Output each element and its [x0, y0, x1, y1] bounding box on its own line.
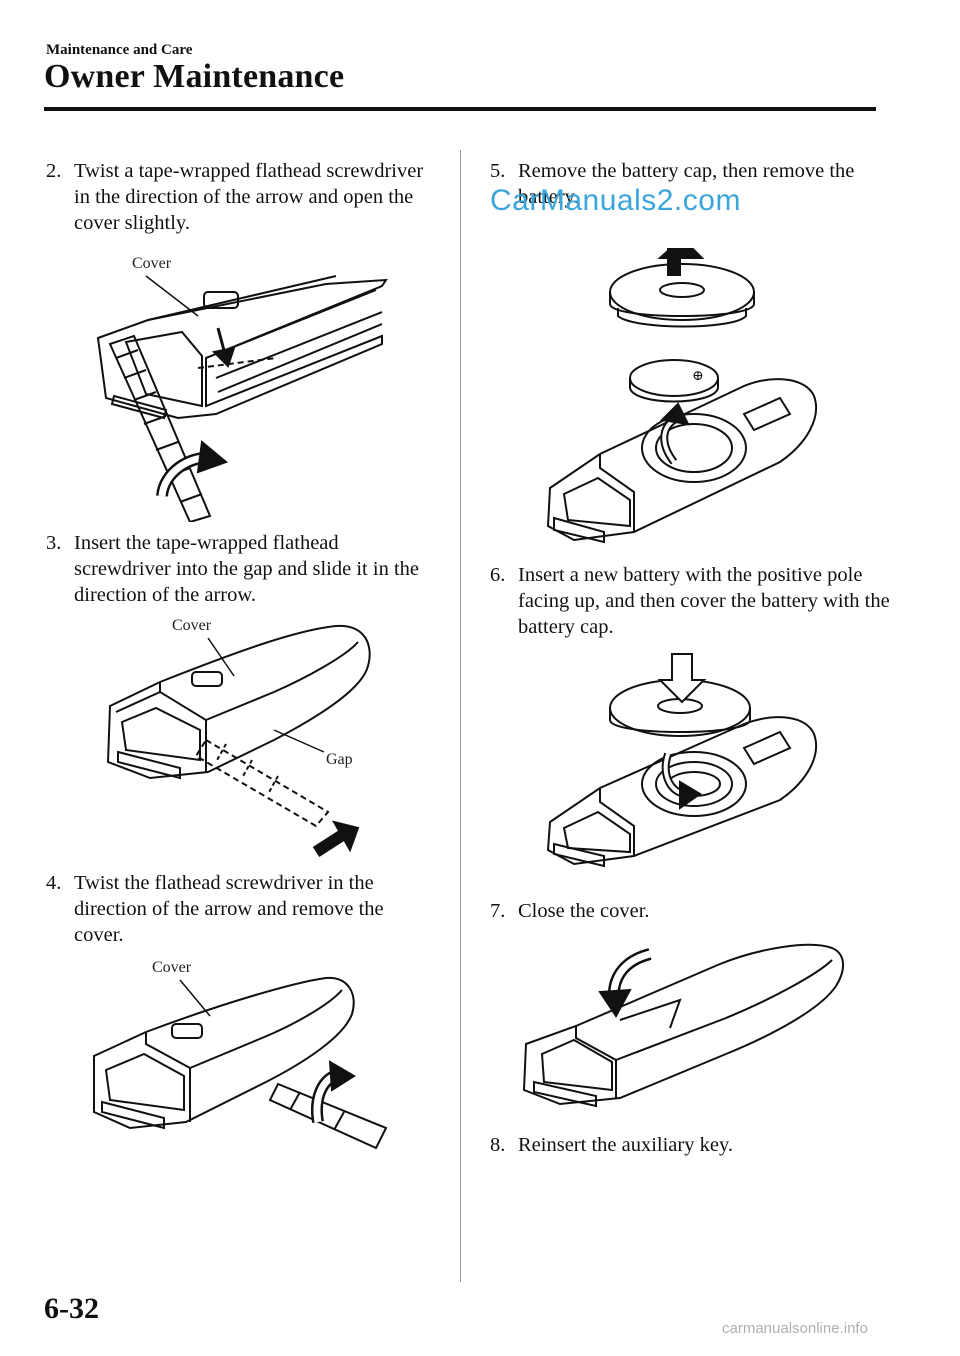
step-3: 3. Insert the tape-wrapped flathead scre… [46, 530, 436, 608]
title-rule [44, 107, 876, 111]
step-number: 4. [46, 872, 62, 894]
section-label: Maintenance and Care [46, 42, 193, 58]
watermark: CarManuals2.com [490, 184, 741, 217]
step-2: 2. Twist a tape-wrapped flathead screwdr… [46, 158, 436, 236]
step-6: 6. Insert a new battery with the positiv… [490, 562, 890, 640]
footer-site-link[interactable]: carmanualsonline.info [722, 1320, 868, 1337]
figure-slide-screwdriver: Cover Gap [96, 612, 386, 864]
step-number: 8. [490, 1134, 506, 1156]
figure-open-cover: Cover [86, 246, 396, 522]
step-text: Insert a new battery with the positive p… [518, 564, 890, 638]
step-text: Twist a tape-wrapped flathead screwdrive… [74, 160, 424, 234]
step-5: 5. Remove the battery cap, then remove t… [490, 158, 890, 210]
step-4: 4. Twist the flathead screwdriver in the… [46, 870, 436, 948]
callout-gap: Gap [326, 751, 353, 768]
page-title: Owner Maintenance [44, 58, 345, 95]
callout-cover: Cover [132, 255, 172, 272]
step-number: 7. [490, 900, 506, 922]
column-divider [460, 150, 461, 1282]
figure-remove-battery: ⊕ [544, 248, 834, 558]
step-text: Close the cover. [518, 900, 650, 922]
page-number: 6-32 [44, 1292, 99, 1325]
figure-remove-cover: Cover [86, 952, 396, 1156]
callout-cover: Cover [152, 959, 192, 976]
callout-cover: Cover [172, 617, 212, 634]
step-number: 5. [490, 160, 506, 182]
step-7: 7. Close the cover. [490, 898, 890, 924]
step-8: 8. Reinsert the auxiliary key. [490, 1132, 890, 1158]
svg-text:⊕: ⊕ [692, 369, 704, 384]
figure-insert-battery [544, 644, 834, 868]
step-text: Twist the flathead screwdriver in the di… [74, 872, 384, 946]
figure-close-cover [520, 930, 850, 1114]
step-text: Insert the tape-wrapped flathead screwdr… [74, 532, 419, 606]
step-text: Reinsert the auxiliary key. [518, 1134, 733, 1156]
step-text: Remove the battery cap, then remove the … [518, 160, 855, 208]
step-number: 6. [490, 564, 506, 586]
step-number: 2. [46, 160, 62, 182]
step-number: 3. [46, 532, 62, 554]
